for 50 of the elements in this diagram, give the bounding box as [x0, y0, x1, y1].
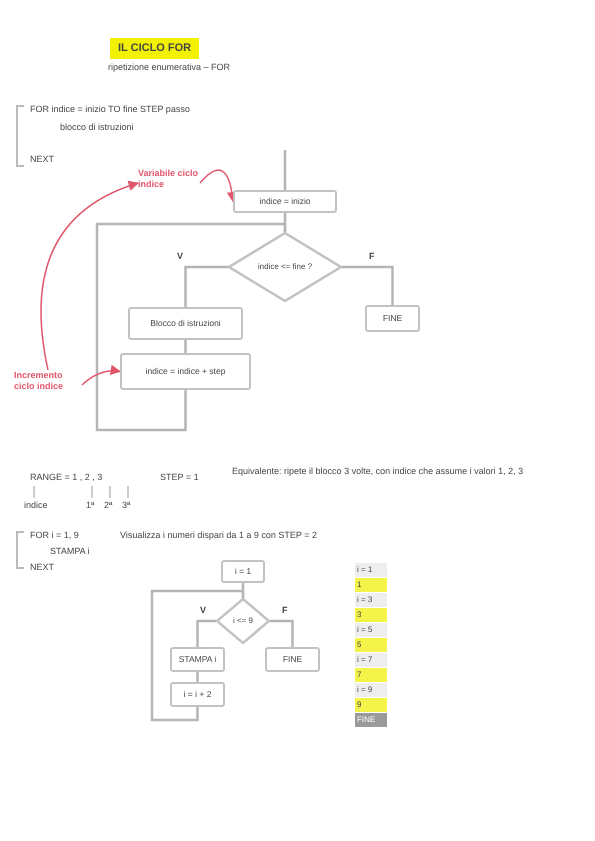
output-cell: 1 — [355, 578, 387, 592]
note-text: Equivalente: ripete il blocco 3 volte, con indice che assume i valori 1, 2, 3 — [232, 466, 524, 478]
output-cell: 9 — [355, 698, 387, 712]
process-box: STAMPA i — [170, 647, 225, 672]
output-cell: i = 3 — [355, 593, 387, 607]
index-label: indice — [24, 500, 48, 512]
formula-text: RANGE = 1 , 2 , 3 — [30, 472, 102, 484]
output-cell: 3 — [355, 608, 387, 622]
process-box: FINE — [365, 305, 420, 332]
output-cell: 7 — [355, 668, 387, 682]
process-box: FINE — [265, 647, 320, 672]
code-line: FOR i = 1, 9 — [30, 530, 79, 542]
output-cell: i = 1 — [355, 563, 387, 577]
output-cell: i = 7 — [355, 653, 387, 667]
output-cell: i = 9 — [355, 683, 387, 697]
flow-line — [150, 590, 244, 722]
flow-line — [196, 620, 216, 647]
index-label: 1ª — [86, 500, 94, 512]
note-text: Visualizza i numeri dispari da 1 a 9 con STEP = 2 — [120, 530, 318, 542]
process-box: indice = indice + step — [120, 353, 251, 390]
annotation-arrow — [40, 181, 139, 370]
formula-text: STEP = 1 — [160, 472, 199, 484]
code-line: FOR indice = inizio TO fine STEP passo — [30, 104, 190, 116]
flow-line — [342, 266, 394, 305]
decision-diamond: i <= 9 — [216, 598, 270, 644]
index-label: 2ª — [104, 500, 112, 512]
title: IL CICLO FOR — [110, 38, 200, 58]
subtitle: ripetizione enumerativa – FOR — [108, 62, 230, 74]
annotation-text: Variabile ciclo indice — [138, 168, 200, 190]
flow-line — [196, 672, 199, 682]
flow-line — [184, 340, 187, 353]
flow-line — [96, 222, 286, 432]
output-cell: 5 — [355, 638, 387, 652]
process-box: Blocco di istruzioni — [128, 307, 243, 340]
decision-diamond: indice <= fine ? — [228, 232, 342, 302]
end-cell: FINE — [355, 713, 387, 727]
annotation-text: Incremento ciclo indice — [14, 370, 82, 392]
index-label: 3ª — [122, 500, 130, 512]
code-line: NEXT — [30, 154, 54, 166]
process-box: indice = inizio — [233, 190, 337, 213]
output-cell: i = 5 — [355, 623, 387, 637]
code-line: blocco di istruzioni — [60, 122, 134, 134]
flow-line — [270, 620, 294, 647]
process-box: i = 1 — [221, 560, 265, 583]
annotation-arrow — [82, 365, 122, 386]
flow-line — [284, 150, 286, 190]
code-line: STAMPA i — [50, 546, 90, 558]
code-line: NEXT — [30, 562, 54, 574]
flow-line — [184, 266, 228, 307]
process-box: i = i + 2 — [170, 682, 225, 707]
